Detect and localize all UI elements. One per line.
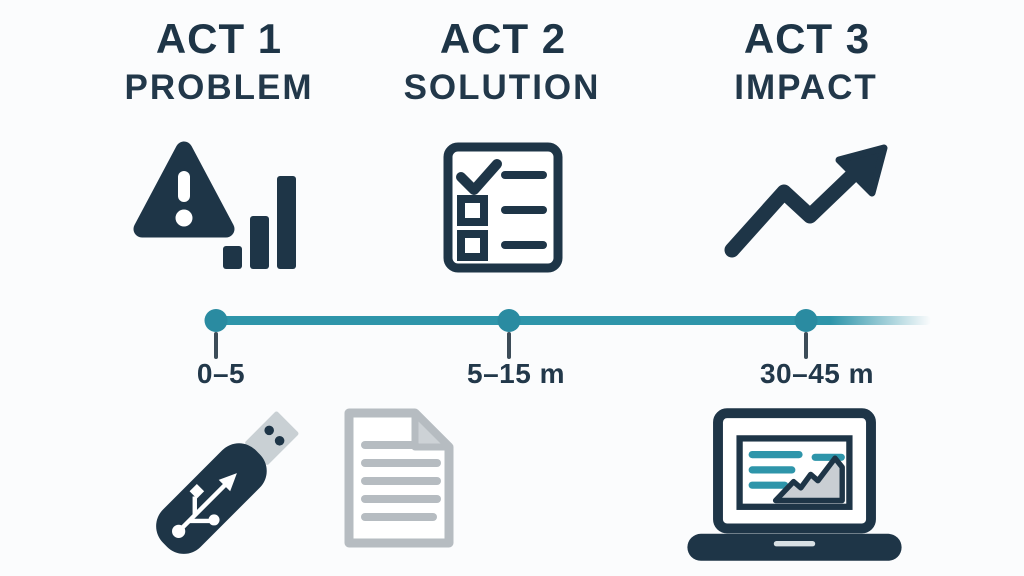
timeline-dot-1 (204, 309, 228, 332)
warning-bars-icon (128, 138, 311, 270)
timeline-dot-2 (497, 309, 521, 332)
document-icon (337, 405, 461, 551)
laptop-analytics-icon (682, 406, 907, 568)
time-label-1: 0–5 (196, 358, 246, 389)
timeline-dot-3 (794, 309, 818, 332)
timeline-line (215, 316, 931, 325)
timeline-tick-1 (214, 332, 218, 359)
act1-title: ACT 1 (155, 15, 283, 62)
timeline-tick-2 (507, 332, 511, 359)
timeline-tick-3 (804, 332, 808, 359)
act3-subtitle: IMPACT (734, 68, 878, 107)
usb-drive-icon (136, 394, 316, 574)
act1-subtitle: PROBLEM (124, 68, 314, 107)
checklist-icon (443, 142, 563, 273)
act2-subtitle: SOLUTION (403, 68, 601, 107)
time-label-3: 30–45 m (759, 358, 875, 389)
trend-up-arrow-icon (722, 140, 892, 260)
act2-title: ACT 2 (439, 15, 567, 62)
act3-title: ACT 3 (743, 15, 871, 62)
time-label-2: 5–15 m (467, 358, 565, 389)
